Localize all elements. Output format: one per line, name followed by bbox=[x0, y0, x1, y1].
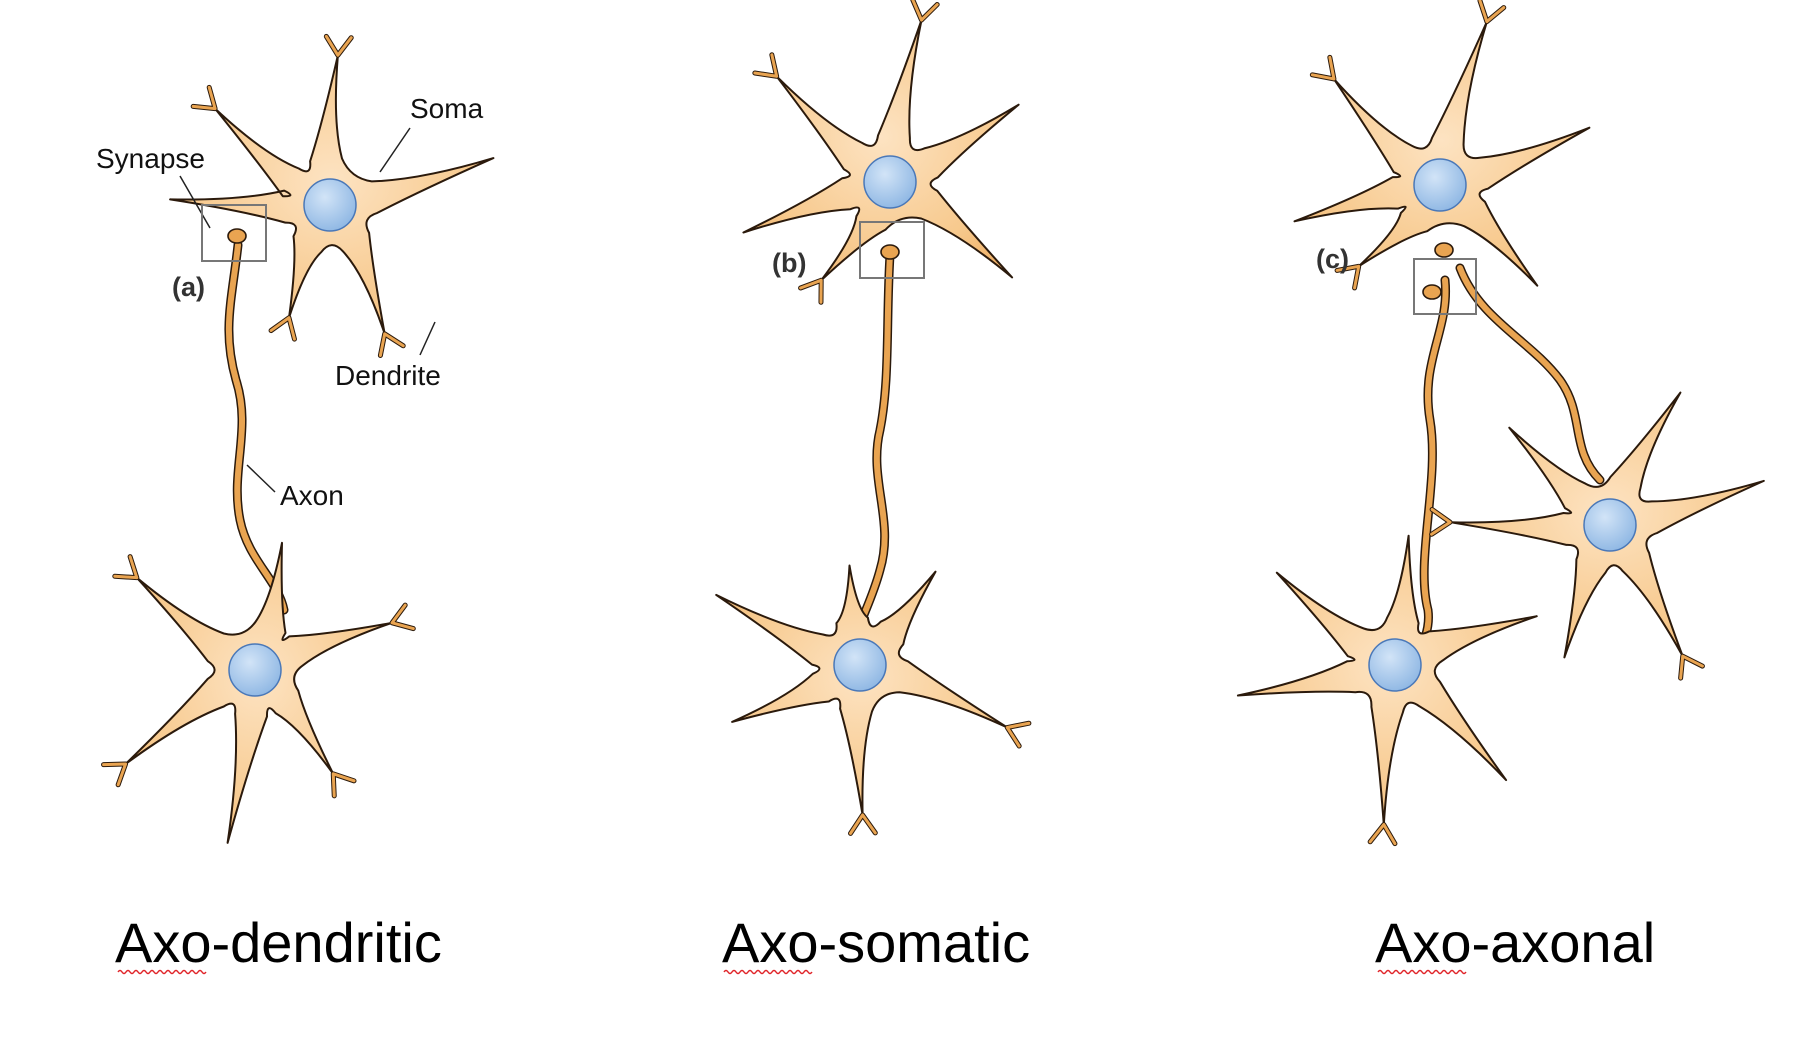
dendrite-fork bbox=[113, 555, 139, 580]
dendrite-fork bbox=[753, 53, 779, 78]
nucleus bbox=[1583, 498, 1637, 552]
dendrite-fork bbox=[390, 603, 415, 631]
axon-fill bbox=[852, 252, 893, 643]
nucleus bbox=[833, 638, 887, 692]
dendrite-fork bbox=[191, 85, 217, 111]
terminal-c-lower bbox=[1422, 284, 1442, 300]
terminal-b bbox=[880, 244, 900, 260]
axon-label: Axon bbox=[280, 480, 344, 511]
nucleus bbox=[1413, 158, 1467, 212]
synapse-label: Synapse bbox=[96, 143, 205, 174]
dendrite-fork bbox=[1368, 823, 1397, 846]
soma-body bbox=[1293, 20, 1591, 287]
panel-c-tag: (c) bbox=[1316, 244, 1349, 274]
axon-a bbox=[224, 240, 289, 615]
nucleus bbox=[303, 178, 357, 232]
axon-b bbox=[850, 250, 895, 645]
caption-axo-dendritic: Axo-dendritic bbox=[115, 911, 442, 974]
axon-terminal bbox=[227, 228, 247, 244]
dendrite-fork bbox=[1335, 264, 1361, 290]
neuron-c-postsynaptic bbox=[1293, 0, 1591, 291]
axon-outline bbox=[850, 250, 895, 645]
terminal-a bbox=[227, 228, 247, 244]
dendrite-label: Dendrite bbox=[335, 360, 441, 391]
axon-c-right bbox=[1455, 263, 1605, 485]
neuron-c-right bbox=[1429, 391, 1765, 681]
dendrite-fork bbox=[1430, 508, 1452, 536]
nucleus bbox=[1368, 638, 1422, 692]
dendrite-fork bbox=[102, 762, 128, 787]
caption-axo-somatic: Axo-somatic bbox=[722, 911, 1030, 974]
nucleus bbox=[228, 643, 282, 697]
panel-a-tag: (a) bbox=[172, 272, 205, 302]
spellcheck-underline bbox=[1377, 969, 1467, 975]
neuron-c-lower bbox=[1236, 534, 1538, 847]
synapse-leader-line bbox=[179, 175, 211, 229]
terminal-c-upper bbox=[1434, 242, 1454, 258]
neuron-b-presynaptic bbox=[715, 564, 1032, 836]
soma-body bbox=[742, 19, 1020, 282]
dendrite-leader-line bbox=[419, 321, 436, 356]
dendrite-fork bbox=[269, 316, 296, 341]
dendrite-fork bbox=[378, 332, 405, 357]
synapse-box-c bbox=[1413, 258, 1477, 315]
axon-fill bbox=[1457, 265, 1603, 483]
soma-leader-line bbox=[379, 127, 411, 173]
axon-fill bbox=[225, 242, 287, 613]
synapse-box-a bbox=[201, 204, 267, 262]
caption-axo-axonal: Axo-axonal bbox=[1375, 911, 1655, 974]
panel-b-tag: (b) bbox=[772, 248, 806, 278]
axon-terminal bbox=[1422, 284, 1442, 300]
spellcheck-underline bbox=[723, 969, 813, 975]
neuron-a-presynaptic bbox=[101, 541, 416, 844]
spellcheck-underline bbox=[117, 969, 207, 975]
axon-leader-line bbox=[246, 464, 276, 493]
axon-terminal bbox=[880, 244, 900, 260]
dendrite-fork bbox=[324, 34, 353, 57]
dendrite-fork bbox=[911, 0, 939, 22]
dendrite-fork bbox=[331, 772, 356, 798]
soma-label: Soma bbox=[410, 93, 484, 124]
neuron-b-postsynaptic bbox=[742, 0, 1020, 305]
dendrite-fork bbox=[849, 813, 877, 835]
dendrite-fork bbox=[1005, 721, 1031, 748]
neuron-a-postsynaptic bbox=[169, 33, 495, 358]
dendrite-fork bbox=[799, 278, 823, 304]
dendrite-fork bbox=[1310, 55, 1336, 81]
axon-terminal bbox=[1434, 242, 1454, 258]
synapse-box-b bbox=[859, 221, 925, 279]
nucleus bbox=[863, 155, 917, 209]
dendrite-fork bbox=[1478, 0, 1506, 24]
dendrite-fork bbox=[1679, 654, 1704, 680]
